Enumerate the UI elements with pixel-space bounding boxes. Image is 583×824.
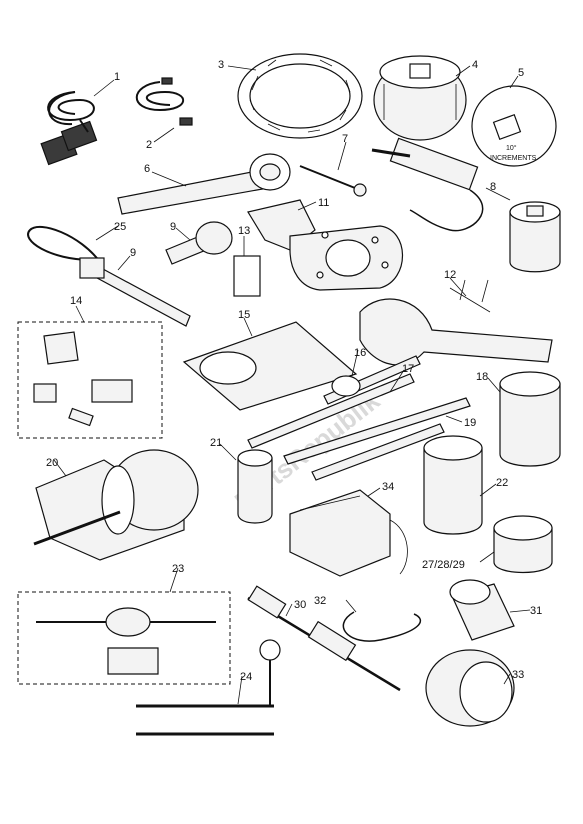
part-strap-wrench [27,225,191,327]
part-bar-17 [247,373,415,449]
callout-15: 15 [238,309,250,321]
part-adaptor-27-28-29 [493,515,553,574]
part-oil-filter-wrench [373,55,467,141]
part-rod-16 [323,355,421,405]
protractor-degree-text: 10° [506,144,517,152]
part-bearing-puller [33,449,199,561]
callout-labels: 1 2 3 4 5 6 7 8 9 9 11 12 13 14 15 16 17… [46,59,542,683]
part-kit-23 [17,591,231,685]
callout-16: 16 [354,347,366,359]
callout-14: 14 [70,295,82,307]
callout-9b: 9 [130,247,136,259]
part-adaptor-31 [449,579,515,641]
part-drift-tool [165,221,233,265]
part-kit-14 [17,321,163,439]
part-degree-protractor: 10° INCREMENTS [471,85,557,167]
callout-8: 8 [490,181,496,193]
callout-6: 6 [144,163,150,175]
callout-12: 12 [444,269,456,281]
callout-20: 20 [46,457,58,469]
part-pin-spanner-wrench [117,153,291,215]
part-clutch-ring-tool [237,53,363,139]
part-base-plate [182,321,358,411]
callout-4: 4 [472,59,478,71]
part-socket-8 [509,201,561,273]
part-drum-33 [425,649,515,727]
callout-24: 24 [240,671,252,683]
part-syringe-tool [299,137,484,232]
callout-27-28-29: 27/28/29 [422,559,465,571]
callout-9a: 9 [170,221,176,233]
callout-3: 3 [218,59,224,71]
callout-34: 34 [382,481,394,493]
callout-19: 19 [464,417,476,429]
callout-22: 22 [496,477,508,489]
callout-5: 5 [518,67,524,79]
callout-13: 13 [238,225,250,237]
callout-1: 1 [114,71,120,83]
callout-2: 2 [146,139,152,151]
callout-23: 23 [172,563,184,575]
part-extension-cable [135,77,193,126]
callout-25: 25 [114,221,126,233]
part-sleeve-22 [423,435,483,535]
callout-17: 17 [402,363,414,375]
part-instruction-card [233,255,261,297]
part-control-unit [289,489,408,577]
callout-31: 31 [530,605,542,617]
part-socket-21 [237,449,273,524]
callout-11: 11 [318,197,329,209]
callout-18: 18 [476,371,488,383]
part-holding-plate [247,199,403,291]
callout-33: 33 [512,669,524,681]
part-bar-19b [311,423,445,481]
callout-21: 21 [210,437,222,449]
protractor-increments-text: INCREMENTS [490,155,537,162]
part-probe-wire [342,611,422,642]
part-bar-19 [283,397,471,465]
part-socket-18 [499,371,561,467]
callout-leaders [53,65,531,705]
callout-32: 32 [314,595,326,607]
callout-7: 7 [342,133,348,145]
part-c-spanner [359,279,553,366]
part-pressure-gauge-set [136,639,281,736]
callout-30: 30 [294,599,306,611]
part-diagnostic-interface-cable [40,91,98,166]
part-slide-hammer [247,585,401,692]
